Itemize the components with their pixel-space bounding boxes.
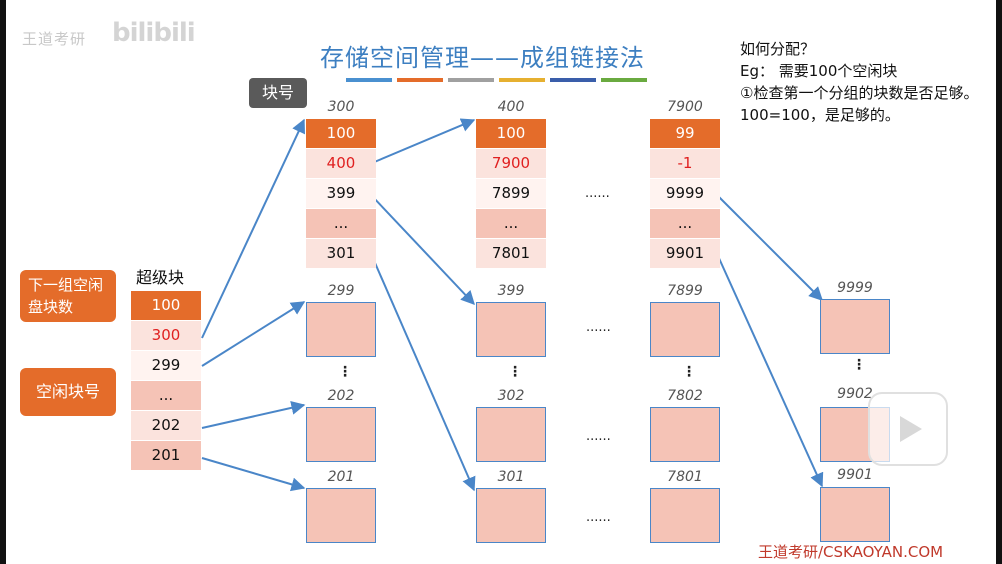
free-block-number-callout: 空闲块号 xyxy=(20,368,116,416)
title-color-bar xyxy=(499,78,545,82)
free-block-header: 7801 xyxy=(667,469,703,485)
footer-credit: 王道考研/CSKAOYAN.COM xyxy=(758,543,944,561)
next-group-count-callout: 下一组空闲盘块数 xyxy=(20,270,116,322)
free-block xyxy=(306,488,376,543)
title-color-bar xyxy=(550,78,596,82)
title-color-bar xyxy=(448,78,494,82)
group-cell: 7899 xyxy=(476,179,546,208)
free-block-header: 302 xyxy=(497,388,525,404)
free-block-header: 9901 xyxy=(837,467,873,483)
superblock-cell: 300 xyxy=(131,321,201,350)
watermark-text: 王道考研 xyxy=(22,30,87,48)
group-cell: 100 xyxy=(306,119,376,148)
vertical-ellipsis: ⋮ xyxy=(852,357,866,373)
title-color-bar xyxy=(397,78,443,82)
superblock-cell: 202 xyxy=(131,411,201,440)
group-cell: 100 xyxy=(476,119,546,148)
group-cell: ... xyxy=(650,209,720,238)
next-group-count-callout-text: 下一组空闲盘块数 xyxy=(28,276,104,316)
free-block xyxy=(476,407,546,462)
frame-left xyxy=(0,0,6,564)
note-line-1: 如何分配？ xyxy=(740,40,816,58)
link-arrow xyxy=(717,195,823,301)
frame-right xyxy=(996,0,1002,564)
free-block xyxy=(306,407,376,462)
free-block-header: 399 xyxy=(497,283,525,299)
superblock-cell: ... xyxy=(131,381,201,410)
free-block-number-callout-text: 空闲块号 xyxy=(35,382,100,401)
play-icon xyxy=(900,416,922,442)
allocation-note: 如何分配？ Eg： 需要100个空闲块 ①检查第一个分组的块数是否足够。100=… xyxy=(740,38,990,126)
group-cell: 301 xyxy=(306,239,376,268)
superblock-cell: 201 xyxy=(131,441,201,470)
free-block-header: 9902 xyxy=(837,386,873,402)
link-arrow xyxy=(201,301,306,367)
block-number-callout: 块号 xyxy=(249,78,307,108)
free-block xyxy=(650,302,720,357)
link-arrow xyxy=(201,400,306,429)
ellipsis-between-blocks: ...... xyxy=(586,429,611,444)
free-block xyxy=(820,299,890,354)
vertical-ellipsis: ⋮ xyxy=(338,364,352,380)
group-cell: 9999 xyxy=(650,179,720,208)
link-arrow xyxy=(371,195,475,306)
vertical-ellipsis: ⋮ xyxy=(682,364,696,380)
ellipsis-between-blocks: ...... xyxy=(586,510,611,525)
free-block-header: 7802 xyxy=(667,388,703,404)
group-header: 300 xyxy=(327,99,355,115)
free-block-header: 7899 xyxy=(667,283,703,299)
free-block-header: 301 xyxy=(497,469,525,485)
block-number-callout-text: 块号 xyxy=(261,83,294,102)
link-arrow xyxy=(201,118,306,339)
free-block xyxy=(820,487,890,542)
group-cell: 9901 xyxy=(650,239,720,268)
free-block-header: 201 xyxy=(327,469,355,485)
group-cell: 7900 xyxy=(476,149,546,178)
superblock-cell: 299 xyxy=(131,351,201,380)
group-cell: 399 xyxy=(306,179,376,208)
free-block xyxy=(306,302,376,357)
free-block xyxy=(650,407,720,462)
ellipsis-between-groups: ...... xyxy=(585,186,610,201)
link-arrow xyxy=(201,457,306,492)
group-cell: 99 xyxy=(650,119,720,148)
superblock-label: 超级块 xyxy=(136,268,185,287)
group-header: 400 xyxy=(497,99,525,115)
note-line-3: ①检查第一个分组的块数是否足够。100=100，是足够的。 xyxy=(740,84,979,124)
group-header: 7900 xyxy=(667,99,703,115)
free-block xyxy=(650,488,720,543)
ellipsis-between-blocks: ...... xyxy=(586,320,611,335)
free-block-header: 299 xyxy=(327,283,355,299)
free-block xyxy=(476,302,546,357)
vertical-ellipsis: ⋮ xyxy=(508,364,522,380)
slide-title: 存储空间管理——成组链接法 xyxy=(320,44,645,72)
free-block-header: 202 xyxy=(327,388,355,404)
free-block xyxy=(476,488,546,543)
group-cell: -1 xyxy=(650,149,720,178)
superblock-cell: 100 xyxy=(131,291,201,320)
link-arrow xyxy=(371,118,476,164)
group-cell: ... xyxy=(476,209,546,238)
link-arrow xyxy=(717,255,824,488)
title-color-bar xyxy=(601,78,647,82)
bilibili-logo: bilibili xyxy=(112,18,196,48)
bilibili-play-overlay[interactable] xyxy=(868,392,948,466)
link-arrow xyxy=(371,255,476,492)
note-line-2: Eg： 需要100个空闲块 xyxy=(740,62,898,80)
free-block-header: 9999 xyxy=(837,280,873,296)
group-cell: ... xyxy=(306,209,376,238)
title-color-bar xyxy=(346,78,392,82)
group-cell: 7801 xyxy=(476,239,546,268)
group-cell: 400 xyxy=(306,149,376,178)
